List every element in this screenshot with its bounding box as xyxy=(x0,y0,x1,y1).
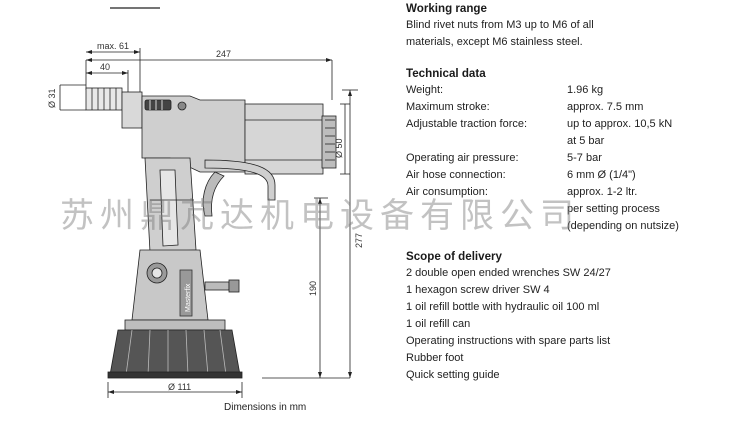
tech-label: Air hose connection: xyxy=(406,169,506,181)
dim-d31: Ø 31 xyxy=(47,88,57,108)
technical-data-section: Technical data Weight: 1.96 kg Maximum st… xyxy=(406,66,746,242)
tech-label: Adjustable traction force: xyxy=(406,118,528,130)
tech-value: per setting process xyxy=(567,203,660,215)
dim-277: 277 xyxy=(354,233,364,248)
working-range-line-1: Blind rivet nuts from M3 up to M6 of all xyxy=(406,19,594,31)
working-range-section: Working range Blind rivet nuts from M3 u… xyxy=(406,1,746,50)
dim-40: 40 xyxy=(100,62,110,72)
tech-value: 1.96 kg xyxy=(567,84,604,96)
tech-value: (depending on nutsize) xyxy=(567,220,679,232)
tech-value: approx. 7.5 mm xyxy=(567,101,644,113)
list-item: 1 oil refill bottle with hydraulic oil 1… xyxy=(406,301,600,313)
list-item: Rubber foot xyxy=(406,352,464,364)
scope-of-delivery-section: Scope of delivery 2 double open ended wr… xyxy=(406,249,746,384)
technical-data-table: Weight: 1.96 kg Maximum stroke: approx. 7.… xyxy=(406,82,746,242)
tech-label: Maximum stroke: xyxy=(406,101,490,113)
brand-plate: Masterfix xyxy=(185,283,192,312)
dim-190: 190 xyxy=(308,281,318,296)
dim-247: 247 xyxy=(216,49,231,59)
scope-heading: Scope of delivery xyxy=(406,250,503,263)
tech-value: 6 mm Ø (1/4") xyxy=(567,169,636,181)
tech-label: Air consumption: xyxy=(406,186,488,198)
list-item: Quick setting guide xyxy=(406,369,500,381)
tech-value: at 5 bar xyxy=(567,135,605,147)
tech-label: Operating air pressure: xyxy=(406,152,519,164)
scope-list: 2 double open ended wrenches SW 24/27 1 … xyxy=(406,265,746,384)
tool-drawing: max. 61 40 247 Ø 31 Ø 50 277 190 Ø 111 M… xyxy=(47,7,364,398)
list-item: Operating instructions with spare parts … xyxy=(406,335,611,347)
working-range-line-2: materials, except M6 stainless steel. xyxy=(406,35,583,48)
dim-d111: Ø 111 xyxy=(168,382,191,392)
tech-value: up to approx. 10,5 kN xyxy=(567,118,673,130)
list-item: 2 double open ended wrenches SW 24/27 xyxy=(406,267,611,279)
tech-label: Weight: xyxy=(406,84,444,96)
list-item: 1 oil refill can xyxy=(406,318,471,330)
technical-data-heading: Technical data xyxy=(406,67,486,80)
drawing-caption: Dimensions in mm xyxy=(224,402,307,413)
tech-value: 5-7 bar xyxy=(567,152,602,164)
tech-value: approx. 1-2 ltr. xyxy=(567,186,638,198)
list-item: 1 hexagon screw driver SW 4 xyxy=(406,284,550,296)
dim-max-61: max. 61 xyxy=(97,41,129,51)
working-range-heading: Working range xyxy=(406,2,487,15)
dim-d50: Ø 50 xyxy=(334,138,344,158)
